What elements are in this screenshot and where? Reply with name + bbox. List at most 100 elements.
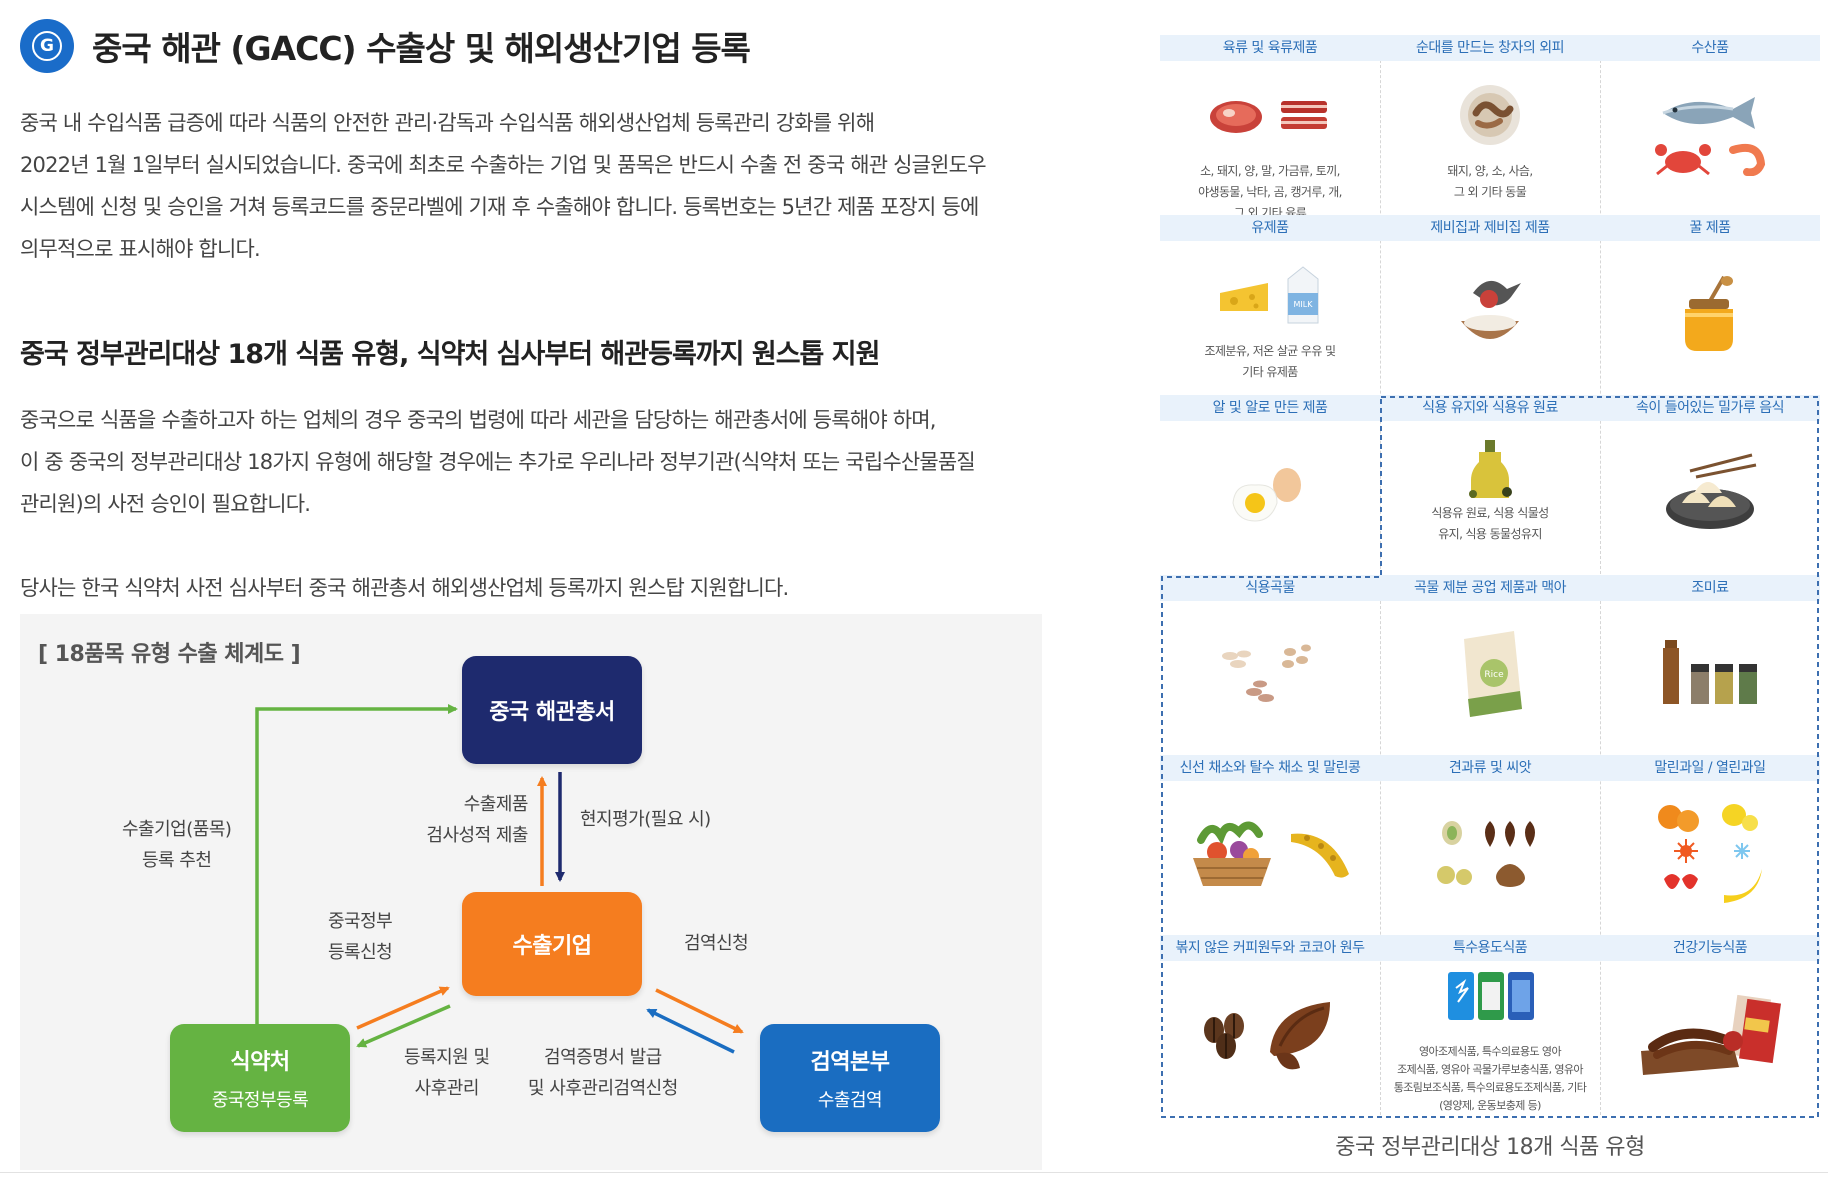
export-flow-diagram: [ 18품목 유형 수출 체계도 ] 중국 해관총서 수출기업 식약처 중국정부… — [20, 614, 1042, 1170]
intro-line: 의무적으로 표시해야 합니다. — [20, 237, 261, 261]
food-type-title: 볶지 않은 커피원두와 코코아 원두 — [1160, 935, 1380, 961]
food-type-title: 순대를 만드는 창자의 외피 — [1380, 35, 1600, 61]
food-type-title: 곡물 제분 공업 제품과 맥아 — [1380, 575, 1600, 601]
spice-jars-icon — [1663, 640, 1757, 704]
food-type-title: 꿀 제품 — [1600, 215, 1820, 241]
badge-letter: G — [32, 31, 62, 61]
food-type-title: 특수용도식품 — [1380, 935, 1600, 961]
food-type-cell: 속이 들어있는 밀가루 음식 — [1600, 395, 1820, 575]
node-mfds-title: 식약처 — [230, 1050, 290, 1075]
bacon-icon — [1281, 101, 1327, 129]
food-type-title: 유제품 — [1160, 215, 1380, 241]
swallow-nest-icon — [1461, 280, 1521, 339]
page-header: G 중국 해관 (GACC) 수출상 및 해외생산기업 등록 — [20, 18, 1065, 74]
flow-caption: [ 18품목 유형 수출 체계도 ] — [38, 642, 301, 667]
honey-jar-icon — [1685, 275, 1733, 351]
food-type-cell: 신선 채소와 탈수 채소 및 말린콩 — [1160, 755, 1380, 935]
label-quarantine-apply: 검역신청 — [684, 933, 749, 954]
food-type-cell: 식용 유지와 식용유 원료 식용유 원료, 식용 식물성 유지, 식용 동물성유… — [1380, 395, 1600, 575]
meat-icon — [1210, 101, 1262, 133]
food-type-cell: 곡물 제분 공업 제품과 맥아 Rice — [1380, 575, 1600, 755]
quarantine-apply-arrow — [655, 988, 744, 1034]
oil-bottle-icon — [1469, 440, 1512, 498]
food-type-cell: 순대를 만드는 창자의 외피 돼지, 양, 소, 사슴, 그 외 기타 동물 — [1380, 35, 1600, 215]
special-food-cans-icon — [1448, 972, 1534, 1020]
food-type-cell: 특수용도식품 영아조제식품, 특수의료용도 영아 조제식품, 영유아 곡물가루보… — [1380, 935, 1600, 1115]
node-exporter-title: 수출기업 — [512, 934, 592, 959]
crab-icon — [1655, 144, 1711, 176]
gov-apply-arrow — [356, 986, 450, 1030]
node-gacc-title: 중국 해관총서 — [489, 700, 615, 725]
food-type-title: 알 및 알로 만든 제품 — [1160, 395, 1380, 421]
svg-text:MILK: MILK — [1294, 300, 1314, 309]
label-gov-apply: 중국정부 등록신청 — [328, 911, 393, 963]
food-type-cell: 말린과일 / 열린과일 — [1600, 755, 1820, 935]
vegetable-basket-icon — [1193, 821, 1271, 886]
shrimp-icon — [1729, 143, 1766, 176]
label-onsite: 현지평가(필요 시) — [580, 809, 711, 830]
node-mfds-sub: 중국정부등록 — [211, 1090, 309, 1111]
food-type-cell: 건강기능식품 — [1600, 935, 1820, 1115]
page-bottom-divider — [0, 1172, 1828, 1173]
grain-icon — [1222, 644, 1311, 702]
food-type-cell: 견과류 및 씨앗 — [1380, 755, 1600, 935]
flow-arrows — [255, 704, 744, 1054]
food-type-cell: 수산품 — [1600, 35, 1820, 215]
closing-paragraph: 당사는 한국 식약처 사전 심사부터 중국 해관총서 해외생산업체 등록까지 원… — [20, 576, 789, 600]
label-certificate: 검역증명서 발급 및 사후관리검역신청 — [528, 1047, 678, 1099]
food-type-cell: 조미료 — [1600, 575, 1820, 755]
highlight-outline — [1161, 396, 1819, 1118]
food-type-desc: 식용유 원료, 식용 식물성 유지, 식용 동물성유지 — [1431, 506, 1549, 541]
food-type-title: 조미료 — [1600, 575, 1820, 601]
label-support: 등록지원 및 사후관리 — [404, 1047, 490, 1099]
food-type-title: 식용곡물 — [1160, 575, 1380, 601]
food-type-title: 견과류 및 씨앗 — [1380, 755, 1600, 781]
node-qia: 검역본부 수출검역 — [760, 1024, 940, 1132]
food-type-desc: 조제분유, 저온 살균 우유 및 기타 유제품 — [1204, 344, 1337, 379]
intro-line: 2022년 1월 1일부터 실시되었습니다. 중국에 최초로 수출하는 기업 및… — [20, 153, 987, 177]
food-type-title: 말린과일 / 열린과일 — [1600, 755, 1820, 781]
section-line: 이 중 중국의 정부관리대상 18가지 유형에 해당할 경우에는 추가로 우리나… — [20, 450, 976, 474]
food-type-title: 제비집과 제비집 제품 — [1380, 215, 1600, 241]
node-qia-title: 검역본부 — [810, 1050, 890, 1075]
svg-text:Rice: Rice — [1484, 670, 1504, 680]
cheese-icon — [1220, 283, 1268, 311]
egg-icon — [1232, 468, 1301, 522]
milk-carton-icon: MILK — [1287, 266, 1319, 324]
coffee-bean-icon — [1204, 1013, 1244, 1059]
fish-icon — [1662, 97, 1755, 129]
food-type-title: 건강기능식품 — [1600, 935, 1820, 961]
food-type-title: 속이 들어있는 밀가루 음식 — [1600, 395, 1820, 421]
food-types-caption: 중국 정부관리대상 18개 식품 유형 — [1335, 1135, 1645, 1160]
food-type-title: 신선 채소와 탈수 채소 및 말린콩 — [1160, 755, 1380, 781]
page-title: 중국 해관 (GACC) 수출상 및 해외생산기업 등록 — [92, 29, 751, 68]
food-type-desc: 영아조제식품, 특수의료용도 영아 조제식품, 영유아 곡물가루보충식품, 영유… — [1393, 1045, 1587, 1112]
certificate-arrow — [646, 1008, 735, 1054]
intro-paragraph: 중국 내 수입식품 급증에 따라 식품의 안전한 관리·감독과 수입식품 해외생… — [20, 102, 1065, 270]
cacao-pod-icon — [1270, 1002, 1330, 1070]
support-arrow — [356, 1004, 451, 1048]
nuts-icon — [1437, 821, 1535, 887]
section-line: 관리원)의 사전 승인이 필요합니다. — [20, 492, 311, 516]
label-submit: 수출제품 검사성적 제출 — [426, 794, 528, 846]
intro-line: 중국 내 수입식품 급증에 따라 식품의 안전한 관리·감독과 수입식품 해외생… — [20, 111, 875, 135]
fruit-icon — [1658, 804, 1762, 903]
section-line: 중국으로 식품을 수출하고자 하는 업체의 경우 중국의 법령에 따라 세관을 … — [20, 408, 936, 432]
node-gacc: 중국 해관총서 — [462, 656, 642, 764]
section-paragraph: 중국으로 식품을 수출하고자 하는 업체의 경우 중국의 법령에 따라 세관을 … — [20, 399, 1065, 525]
food-type-cell: 유제품 MILK 조제분유, 저온 살균 우유 및 기타 유제품 — [1160, 215, 1380, 395]
food-type-cell: 꿀 제품 — [1600, 215, 1820, 395]
food-type-title: 육류 및 육류제품 — [1160, 35, 1380, 61]
intro-line: 시스템에 신청 및 승인을 거쳐 등록코드를 중문라벨에 기재 후 수출해야 합… — [20, 195, 979, 219]
rice-bag-icon: Rice — [1464, 631, 1522, 717]
bean-pod-icon — [1291, 833, 1349, 878]
section-title: 중국 정부관리대상 18개 식품 유형, 식약처 심사부터 해관등록까지 원스톱… — [20, 339, 880, 370]
food-type-desc: 돼지, 양, 소, 사슴, 그 외 기타 동물 — [1447, 164, 1533, 199]
food-type-cell: 제비집과 제비집 제품 — [1380, 215, 1600, 395]
left-content: G 중국 해관 (GACC) 수출상 및 해외생산기업 등록 중국 내 수입식품… — [20, 18, 1065, 609]
sausage-casing-icon — [1460, 85, 1520, 145]
recommend-arrow — [255, 704, 458, 1024]
food-type-title: 식용 유지와 식용유 원료 — [1380, 395, 1600, 421]
gacc-badge-icon: G — [20, 19, 74, 73]
food-type-cell: 볶지 않은 커피원두와 코코아 원두 — [1160, 935, 1380, 1115]
